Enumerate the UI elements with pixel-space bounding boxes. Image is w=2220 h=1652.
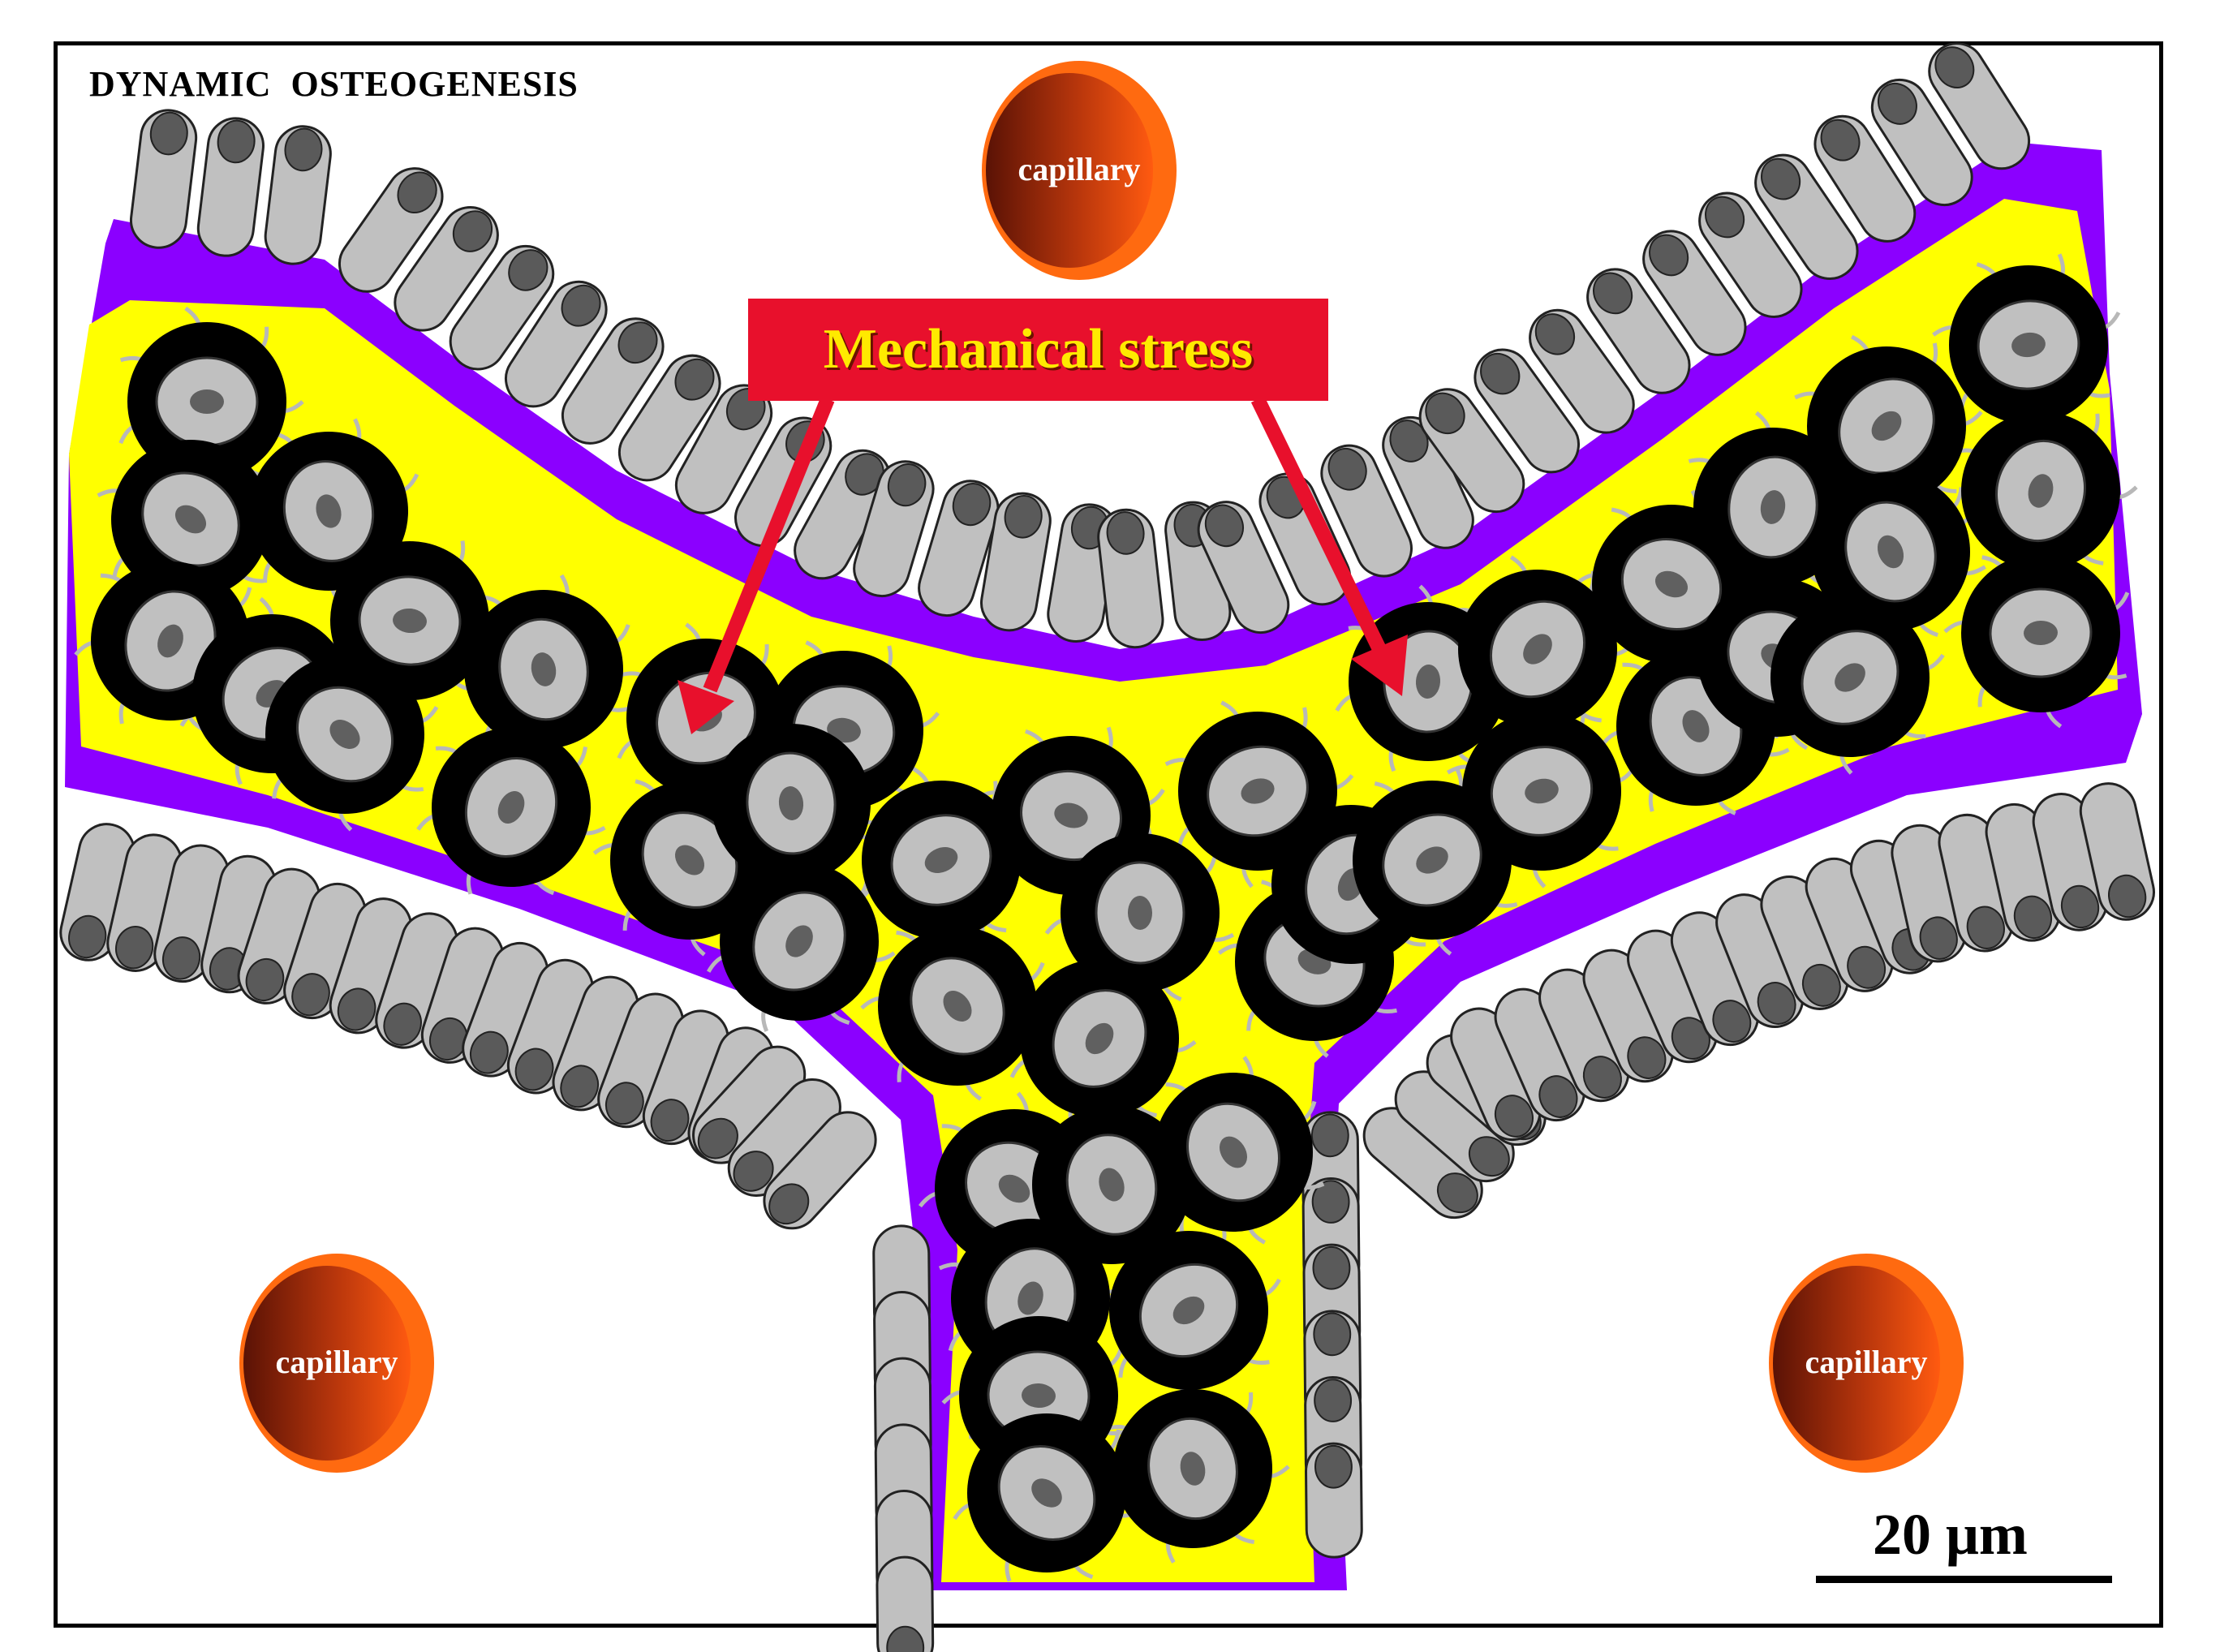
osteoblast-cell [1586,268,1691,394]
stress-arrow-left [678,396,835,734]
osteoblast-cell [449,244,555,371]
osteoblast-cell [1382,415,1474,549]
osteoblast-cell [375,912,458,1049]
osteoblast-cell [1805,858,1894,992]
osteoblast-cell [1529,308,1635,434]
osteoblast-cell [264,125,332,265]
osteoblast-cell [918,480,1000,617]
osteocyte-cell [1458,570,1617,729]
osteocyte-cell [1061,833,1220,992]
osteoblast-cell [1197,501,1290,634]
osteoblast-layer-lower [59,782,2155,1652]
osteocyte-cell [127,322,286,481]
osteocyte-cell [1353,781,1512,940]
osteocyte-cell [432,728,591,887]
osteoblast-cell [1754,153,1859,280]
capillary-label-top: capillary [1018,151,1140,187]
osteoblast-cell [506,958,594,1095]
osteoblast-cell [196,117,265,257]
osteocyte-cell [111,440,270,599]
osteoblast-cell [1698,191,1803,318]
capillary-label-bottom-right: capillary [1805,1344,1927,1380]
osteocyte-cell [1770,598,1930,757]
osteocyte-cell [464,590,623,749]
osteoblast-cell [561,317,665,445]
osteoblast-cell [853,460,935,598]
osteocyte-cell [1113,1389,1272,1548]
osteoblast-cell [552,975,639,1112]
osteocyte-cell [1154,1073,1313,1232]
osteoblast-cell [1670,911,1759,1047]
osteocyte-cell [1807,346,1966,505]
osteoblast-cell [763,1111,877,1230]
osteoblast-cell [1097,508,1164,649]
osteocyte-cell [1961,553,2120,712]
osteocyte-cell [1020,959,1179,1118]
stress-arrow-right [1250,396,1408,696]
osteoblast-cell [597,992,685,1129]
osteoblast-cell [794,449,892,580]
osteoblast-cell [1870,78,1973,207]
osteoblast-cell [692,1045,807,1164]
osteoblast-cell [876,1555,935,1652]
osteoblast-cell [462,942,549,1078]
mechanical-stress-box: Mechanical stress [748,299,1328,401]
osteocyte-cell [1961,411,2120,570]
osteoblast-cell [617,354,721,482]
osteoblast-cell [504,280,608,408]
osteoblast-cell [980,492,1052,632]
osteocyte-cell [862,781,1021,940]
osteoblast-cell [1320,444,1413,578]
osteoblast-cell [1258,472,1352,606]
osteoblast-cell [338,167,444,293]
osteocyte-group [91,265,2120,1572]
capillary-bottom-right: capillary [1769,1254,1964,1473]
osteocyte-cell [878,927,1037,1086]
osteoblast-cell [1418,388,1525,514]
osteoblast-cell [642,1009,729,1146]
scale-bar-label: 20 μm [1873,1502,2028,1567]
osteoblast-cell [2079,782,2155,921]
osteoblast-cell [1813,114,1917,243]
mechanical-stress-label: Mechanical stress [823,318,1254,381]
osteoblast-cell [329,897,413,1035]
osteocyte-cell [1949,265,2108,424]
osteoblast-cell [1928,42,2031,170]
osteocyte-cell [1032,1105,1191,1264]
osteoblast-cell [1642,230,1747,356]
osteocyte-cell [720,862,879,1021]
osteocyte-cell [967,1413,1126,1572]
osteoblast-cell [1494,987,1585,1122]
osteoblast-cell [1474,348,1580,474]
diagram-title: DYNAMIC OSTEOGENESIS [89,64,579,104]
osteocyte-cell [712,724,871,883]
capillary-label-bottom-left: capillary [275,1344,398,1380]
osteocyte-cell [1109,1231,1268,1390]
osteoblast-cell [1394,1070,1515,1183]
osteoblast-cell [394,206,499,332]
osteoblast-cell [1760,875,1849,1010]
scale-bar [1816,1576,2112,1583]
osteoblast-layer-upper [129,42,2031,649]
osteocyte-cell [265,655,424,814]
capillary-bottom-left: capillary [239,1254,434,1473]
osteocyte-cell [249,432,408,591]
osteoblast-cell [129,109,198,249]
osteocyte-cell [1811,472,1970,631]
osteoblast-cell [1305,1442,1363,1559]
capillary-top: capillary [982,61,1177,280]
